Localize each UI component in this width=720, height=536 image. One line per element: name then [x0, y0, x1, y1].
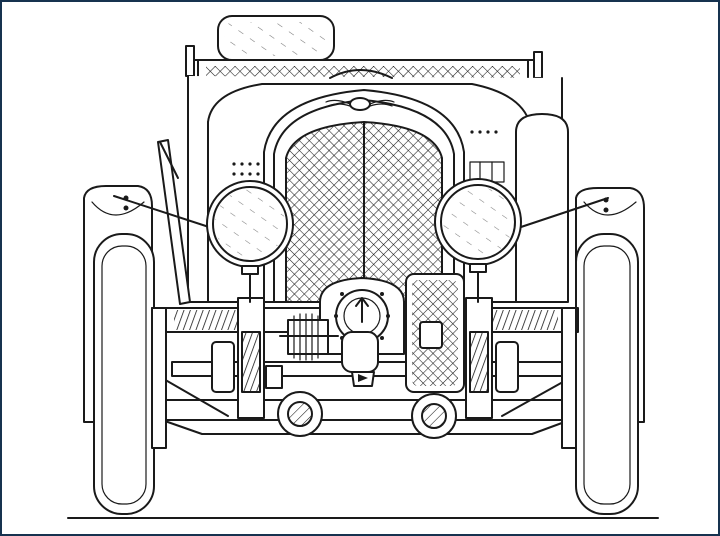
body-rivets — [232, 130, 498, 176]
side-lever — [157, 139, 191, 305]
left-headlamp — [206, 180, 294, 303]
right-headlamp — [434, 178, 522, 303]
right-spot-lamp — [411, 393, 457, 439]
left-tyre — [93, 233, 155, 515]
windscreen — [217, 15, 335, 61]
right-wheel-assembly — [575, 187, 645, 515]
left-spot-lamp — [277, 391, 323, 437]
air-intake-mesh — [405, 273, 465, 393]
supercharger — [319, 277, 405, 387]
radiator — [263, 69, 465, 303]
side-tank — [515, 113, 569, 303]
right-lamp-stay — [517, 197, 609, 229]
right-tyre — [575, 233, 639, 515]
left-lamp-stay — [113, 195, 213, 229]
finned-casing — [279, 313, 339, 361]
left-wheel-assembly — [83, 185, 155, 515]
left-suspension — [211, 297, 283, 419]
right-suspension — [465, 297, 519, 419]
winged-badge — [325, 97, 395, 111]
